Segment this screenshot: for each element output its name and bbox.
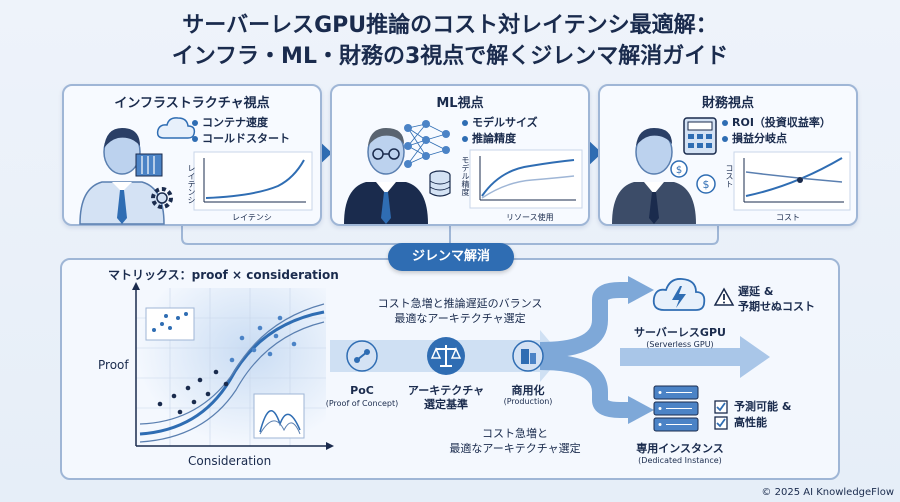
ml-mini-chart [469,149,583,209]
infra-panel: インフラストラクチャ視点 コンテナ速度 コールドスタート レイテンシ レイテ [62,84,322,226]
matrix-x-label: Consideration [188,454,272,468]
infra-x-axis-label: レイテンシ [232,213,272,222]
dedicated-label: 専用インスタンス [636,442,724,455]
calculator-icon [682,116,718,156]
gear-icon [148,184,176,212]
finance-panel-title: 財務視点 [701,96,754,111]
ml-y-axis-label: モデル精度 [461,156,470,196]
finance-bullet-2: 損益分岐点 [722,130,787,146]
flow-bottom-note-line-2: 最適なアーキテクチャ選定 [449,442,581,455]
infra-y-axis-label: レイテンシ [187,164,196,204]
serverless-warning-line-2: 予期せぬコスト [738,300,815,313]
flow-top-note-line-2: 最適なアーキテクチャ選定 [394,312,526,325]
serverless-warning: 遅延 & 予期せぬコスト [738,284,815,314]
warning-icon [713,287,735,306]
check-icon-2 [714,416,728,430]
finance-mini-chart [733,151,851,211]
ml-panel-title: ML視点 [436,96,484,111]
building-icon [512,340,544,372]
coin-icon-2: $ [696,174,716,194]
production-sub: (Production) [503,397,553,406]
infra-bullet-2: コールドスタート [192,130,290,146]
matrix-y-label: Proof [98,358,129,372]
infra-bullet-1: コンテナ速度 [192,114,268,130]
arch-criteria-label: アーキテクチャ 選定基準 [396,384,496,412]
finance-bullet-1: ROI（投資収益率） [722,114,831,130]
server-rack-icon [653,385,699,432]
dedicated-benefit-2: 高性能 [734,416,767,429]
production-label: 商用化 [511,384,545,397]
dilemma-banner: ジレンマ解消 [388,243,514,271]
flow-bottom-note-line-1: コスト急増と [482,427,548,440]
dedicated-benefit-1: 予測可能 & [734,400,792,413]
title-line-1: サーバーレスGPU推論のコスト対レイテンシ最適解： [182,13,718,38]
container-icon [134,150,164,180]
title-line-2: インフラ・ML・財務の3視点で解くジレンマ解消ガイド [171,44,729,69]
page-title: サーバーレスGPU推論のコスト対レイテンシ最適解： インフラ・ML・財務の3視点… [0,10,900,72]
finance-panel: 財務視点 $ $ ROI（投資収益率） 損益分岐点 [598,84,858,226]
finance-y-axis-label: コスト [725,164,734,188]
finance-avatar [612,128,696,224]
serverless-sub: (Serverless GPU) [646,340,714,349]
poc-node-icon [346,340,378,372]
ml-panel: ML視点 モデル [330,84,590,226]
arch-criteria-line-2: 選定基準 [424,398,468,411]
infra-panel-title: インフラストラクチャ視点 [114,96,270,111]
neural-network-icon [402,116,452,176]
ml-x-axis-label: リソース使用 [506,213,554,222]
serverless-warning-line-1: 遅延 & [738,285,774,298]
engineer-avatar [79,128,165,225]
flow-top-note: コスト急増と推論遅延のバランス 最適なアーキテクチャ選定 [360,296,560,326]
cloud-icon [156,114,196,142]
flow-top-note-line-1: コスト急増と推論遅延のバランス [377,297,543,310]
poc-label: PoC [350,384,374,397]
copyright: © 2025 AI KnowledgeFlow [761,487,894,498]
serverless-label: サーバーレスGPU [634,326,726,339]
dedicated-benefits: 予測可能 & 高性能 [734,399,791,431]
svg-text:$: $ [676,165,682,176]
ml-bullet-1: モデルサイズ [462,114,538,130]
finance-x-axis-label: コスト [776,213,800,222]
infra-mini-chart [193,151,313,211]
flow-bottom-note: コスト急増と 最適なアーキテクチャ選定 [430,426,600,456]
ml-engineer-avatar [344,128,428,224]
scale-icon [427,337,465,375]
matrix-title: マトリックス：proof × consideration [108,268,339,282]
poc-sub: (Proof of Concept) [325,399,399,408]
coin-icon-1: $ [670,160,688,178]
dedicated-sub: (Dedicated Instance) [638,456,722,465]
database-icon [428,170,452,198]
serverless-cloud-icon [652,278,706,311]
ml-bullet-2: 推論精度 [462,130,516,146]
arch-criteria-line-1: アーキテクチャ [407,384,485,397]
svg-text:$: $ [703,178,710,191]
matrix-chart [132,282,334,450]
check-icon-1 [714,400,728,414]
